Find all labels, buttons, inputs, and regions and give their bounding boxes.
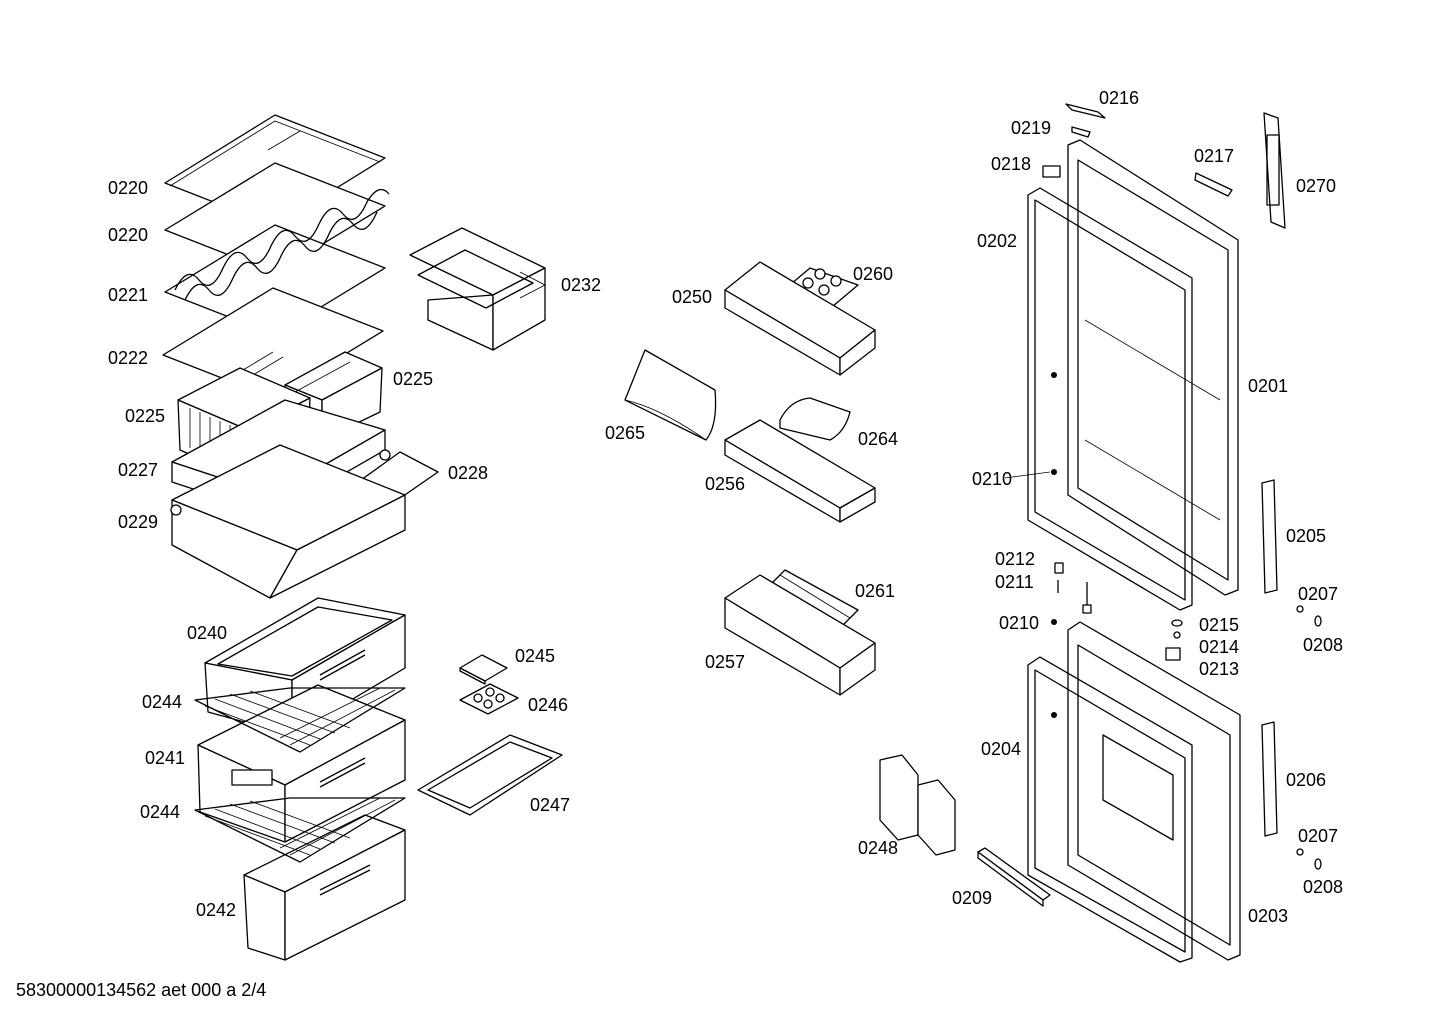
callout-0205: 0205	[1286, 526, 1326, 546]
callout-0261: 0261	[855, 581, 895, 601]
callout-0247: 0247	[530, 795, 570, 815]
cover-strip-0209	[977, 847, 1051, 907]
ice-compartment-0232	[409, 227, 546, 351]
callout-0203: 0203	[1248, 906, 1288, 926]
callout-0220-a: 0220	[108, 178, 148, 198]
callout-0207-b: 0207	[1298, 826, 1338, 846]
drawing-code: 58300000134562 aet 000 a 2/4	[16, 980, 267, 1000]
callout-0246: 0246	[528, 695, 568, 715]
cold-packs-0248	[879, 754, 956, 856]
deflector-0265	[624, 349, 717, 441]
freezer-drawer-0242	[243, 814, 406, 961]
callout-0260: 0260	[853, 264, 893, 284]
ice-cube-tray-0246	[459, 683, 519, 715]
ice-tray-cover-0245	[459, 654, 508, 685]
callout-0242: 0242	[196, 900, 236, 920]
handle-0270	[1263, 112, 1286, 229]
small-parts	[1042, 103, 1322, 870]
callout-0232: 0232	[561, 275, 601, 295]
callout-0206: 0206	[1286, 770, 1326, 790]
callout-0250: 0250	[672, 287, 712, 307]
fridge-gasket-0202	[1027, 187, 1193, 611]
callout-0248: 0248	[858, 838, 898, 858]
callout-0210-a: 0210	[972, 469, 1012, 489]
callout-0225-b: 0225	[393, 369, 433, 389]
callout-0201: 0201	[1248, 376, 1288, 396]
callout-0213: 0213	[1199, 659, 1239, 679]
callout-0265: 0265	[605, 423, 645, 443]
callout-0210-b: 0210	[999, 613, 1039, 633]
callout-0220-b: 0220	[108, 225, 148, 245]
callout-0225-a: 0225	[125, 406, 165, 426]
callouts: 0220 0220 0221 0222 0225 0225 0227 0228 …	[108, 88, 1343, 926]
callout-0208-b: 0208	[1303, 877, 1343, 897]
callout-0204: 0204	[981, 739, 1021, 759]
leader-lines	[519, 271, 1051, 479]
callout-0221: 0221	[108, 285, 148, 305]
callout-0209: 0209	[952, 888, 992, 908]
callout-0257: 0257	[705, 652, 745, 672]
tray-0247	[417, 734, 563, 816]
callout-0270: 0270	[1296, 176, 1336, 196]
fridge-door-0201	[1067, 139, 1239, 596]
callout-0244-b: 0244	[140, 802, 180, 822]
door-bin-0257	[724, 574, 876, 696]
callout-0241: 0241	[145, 748, 185, 768]
callout-0222: 0222	[108, 348, 148, 368]
freezer-gasket-0204	[1027, 656, 1193, 963]
handle-0205	[1261, 479, 1278, 594]
callout-0212: 0212	[995, 549, 1035, 569]
callout-0227: 0227	[118, 460, 158, 480]
wire-grid-0244-lower	[194, 797, 406, 863]
callout-0208-a: 0208	[1303, 635, 1343, 655]
callout-0245: 0245	[515, 646, 555, 666]
butter-lid-0264	[779, 397, 851, 441]
callout-0240: 0240	[187, 623, 227, 643]
callout-0211: 0211	[995, 572, 1034, 592]
crisper-box-0229	[170, 444, 406, 599]
bottle-rack-0221	[164, 188, 390, 336]
callout-0214: 0214	[1199, 637, 1239, 657]
callout-0244-a: 0244	[142, 692, 182, 712]
handle-0206	[1261, 721, 1278, 837]
wire-grid-0244-upper	[194, 687, 406, 753]
door-bin-0256	[724, 419, 876, 523]
callout-0219: 0219	[1011, 118, 1051, 138]
callout-0215: 0215	[1199, 615, 1239, 635]
callout-0228: 0228	[448, 463, 488, 483]
callout-0229: 0229	[118, 512, 158, 532]
freezer-door-0203	[1067, 621, 1241, 961]
door-bin-0250	[724, 261, 876, 376]
callout-0217: 0217	[1194, 146, 1234, 166]
freezer-drawer-0241	[197, 684, 406, 843]
callout-0207-a: 0207	[1298, 584, 1338, 604]
callout-0256: 0256	[705, 474, 745, 494]
callout-0216: 0216	[1099, 88, 1139, 108]
callout-0218: 0218	[991, 154, 1031, 174]
callout-0264: 0264	[858, 429, 898, 449]
callout-0202: 0202	[977, 231, 1017, 251]
